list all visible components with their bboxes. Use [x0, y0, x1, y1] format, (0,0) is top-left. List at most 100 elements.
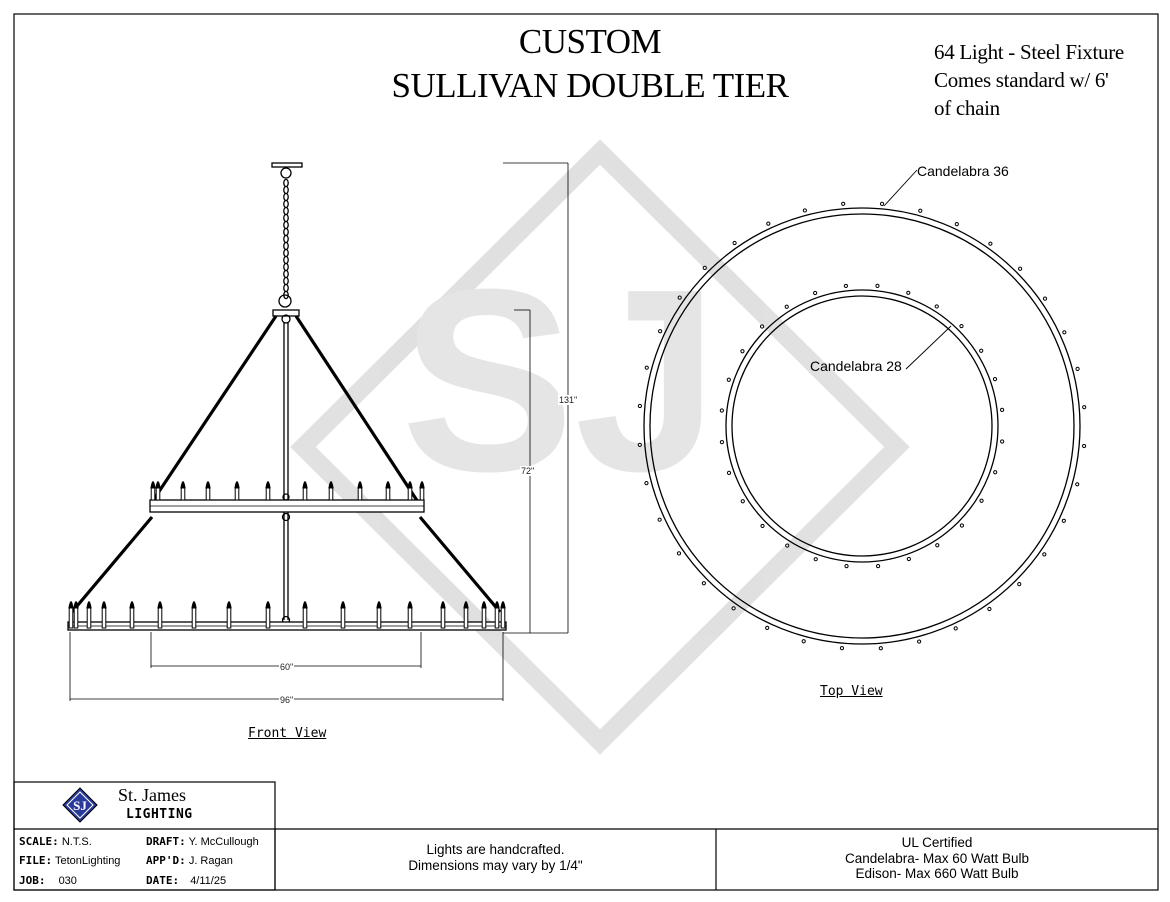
candle [234, 481, 240, 501]
candle-dot [701, 581, 706, 586]
candle [500, 601, 506, 629]
draft-value: Y. McCullough [188, 836, 259, 848]
logo-letters: SJ [73, 798, 87, 813]
candle-dot [1061, 518, 1066, 523]
file-field: FILE: TetonLighting [19, 854, 120, 867]
candle-dot [785, 543, 790, 548]
spec-line-2: Comes standard w/ 6' [934, 68, 1109, 92]
candle-dot [766, 221, 771, 226]
outer-ring [649, 213, 1075, 639]
candle [129, 601, 135, 629]
inner-ring-candles [719, 283, 1005, 569]
candle [68, 601, 74, 629]
candle-dot [644, 481, 649, 486]
approved-label: APP'D: [146, 854, 186, 867]
candle-dot [1082, 405, 1087, 410]
chain-link [283, 241, 289, 251]
bulb [357, 481, 363, 489]
support-arm [418, 515, 502, 614]
candle-dot [740, 499, 745, 504]
candle [376, 601, 382, 629]
chain-link [283, 234, 289, 244]
candle-dot [917, 639, 922, 644]
candle [407, 601, 413, 629]
bulb [302, 601, 308, 609]
front-view-label: Front View [248, 726, 327, 741]
bulb [129, 601, 135, 609]
chain-ring [278, 294, 292, 308]
chain-link [283, 269, 289, 279]
candle-dot [760, 523, 765, 529]
bulb [440, 601, 446, 609]
candle-dot [1000, 439, 1005, 444]
candle-dot [906, 290, 911, 295]
approved-field: APP'D: J. Ragan [146, 854, 233, 867]
candle [101, 601, 107, 629]
dimension-lower-diameter: 96" [279, 695, 295, 705]
candle [494, 601, 500, 629]
candle-dot [732, 240, 737, 246]
chain [283, 178, 289, 300]
handcrafted-note: Lights are handcrafted. Dimensions may v… [275, 842, 716, 874]
candle-dot [988, 241, 993, 246]
chain-link [283, 227, 289, 237]
candle [73, 601, 79, 629]
bulb [481, 601, 487, 609]
candle-dot [999, 407, 1005, 413]
chain-link [283, 255, 289, 265]
date-field: DATE: 4/11/25 [146, 874, 226, 887]
candle [205, 481, 211, 501]
upper-candles [150, 481, 425, 501]
candle [357, 481, 363, 501]
file-label: FILE: [19, 854, 53, 867]
candle-dot [719, 439, 725, 445]
candle-dot [987, 606, 992, 612]
title-block-frame [13, 781, 1158, 891]
support-arm [150, 315, 278, 503]
candle-dot [1042, 296, 1048, 301]
candle-dot [644, 365, 649, 370]
bulb [180, 481, 186, 489]
scale-value: N.T.S. [61, 836, 92, 848]
candle [407, 481, 413, 501]
top-view-label: Top View [820, 684, 883, 699]
date-value: 4/11/25 [190, 875, 227, 887]
hub-ring [281, 314, 291, 324]
candle [265, 481, 271, 501]
bulb [340, 601, 346, 609]
candle [302, 601, 308, 629]
job-field: JOB: 030 [19, 874, 77, 887]
candle [86, 601, 92, 629]
chain-link [283, 248, 289, 258]
candle-dot [759, 324, 765, 329]
bulb [150, 481, 156, 489]
outer-ring-candles [637, 201, 1087, 651]
candle-dot [1042, 552, 1047, 557]
bulb [226, 601, 232, 609]
candle-dot [740, 349, 745, 354]
candle-dot [677, 295, 682, 300]
candle [155, 481, 161, 501]
candle-dot [875, 563, 881, 569]
inner-ring [725, 289, 999, 563]
bulb [500, 601, 506, 609]
spec-line-3: of chain [934, 96, 1000, 120]
candle-dot [935, 543, 940, 548]
ul-line-2: Candelabra- Max 60 Watt Bulb [844, 850, 1030, 866]
watermark-letters: SJ [401, 236, 719, 526]
bulb [191, 601, 197, 609]
candle-dot [1017, 582, 1022, 587]
chain-link [283, 283, 289, 293]
inner-ring-label: Candelabra 28 [810, 358, 902, 374]
bulb [302, 481, 308, 489]
bulb [73, 601, 79, 609]
candle-dot [801, 639, 806, 644]
candle-dot [953, 626, 958, 631]
approved-value: J. Ragan [188, 855, 233, 867]
candle-dot [726, 377, 731, 382]
candle [328, 481, 334, 501]
candle-dot [784, 304, 789, 309]
candle-dot [875, 283, 880, 288]
candle-dot [959, 323, 964, 329]
draft-field: DRAFT: Y. McCullough [146, 835, 259, 848]
